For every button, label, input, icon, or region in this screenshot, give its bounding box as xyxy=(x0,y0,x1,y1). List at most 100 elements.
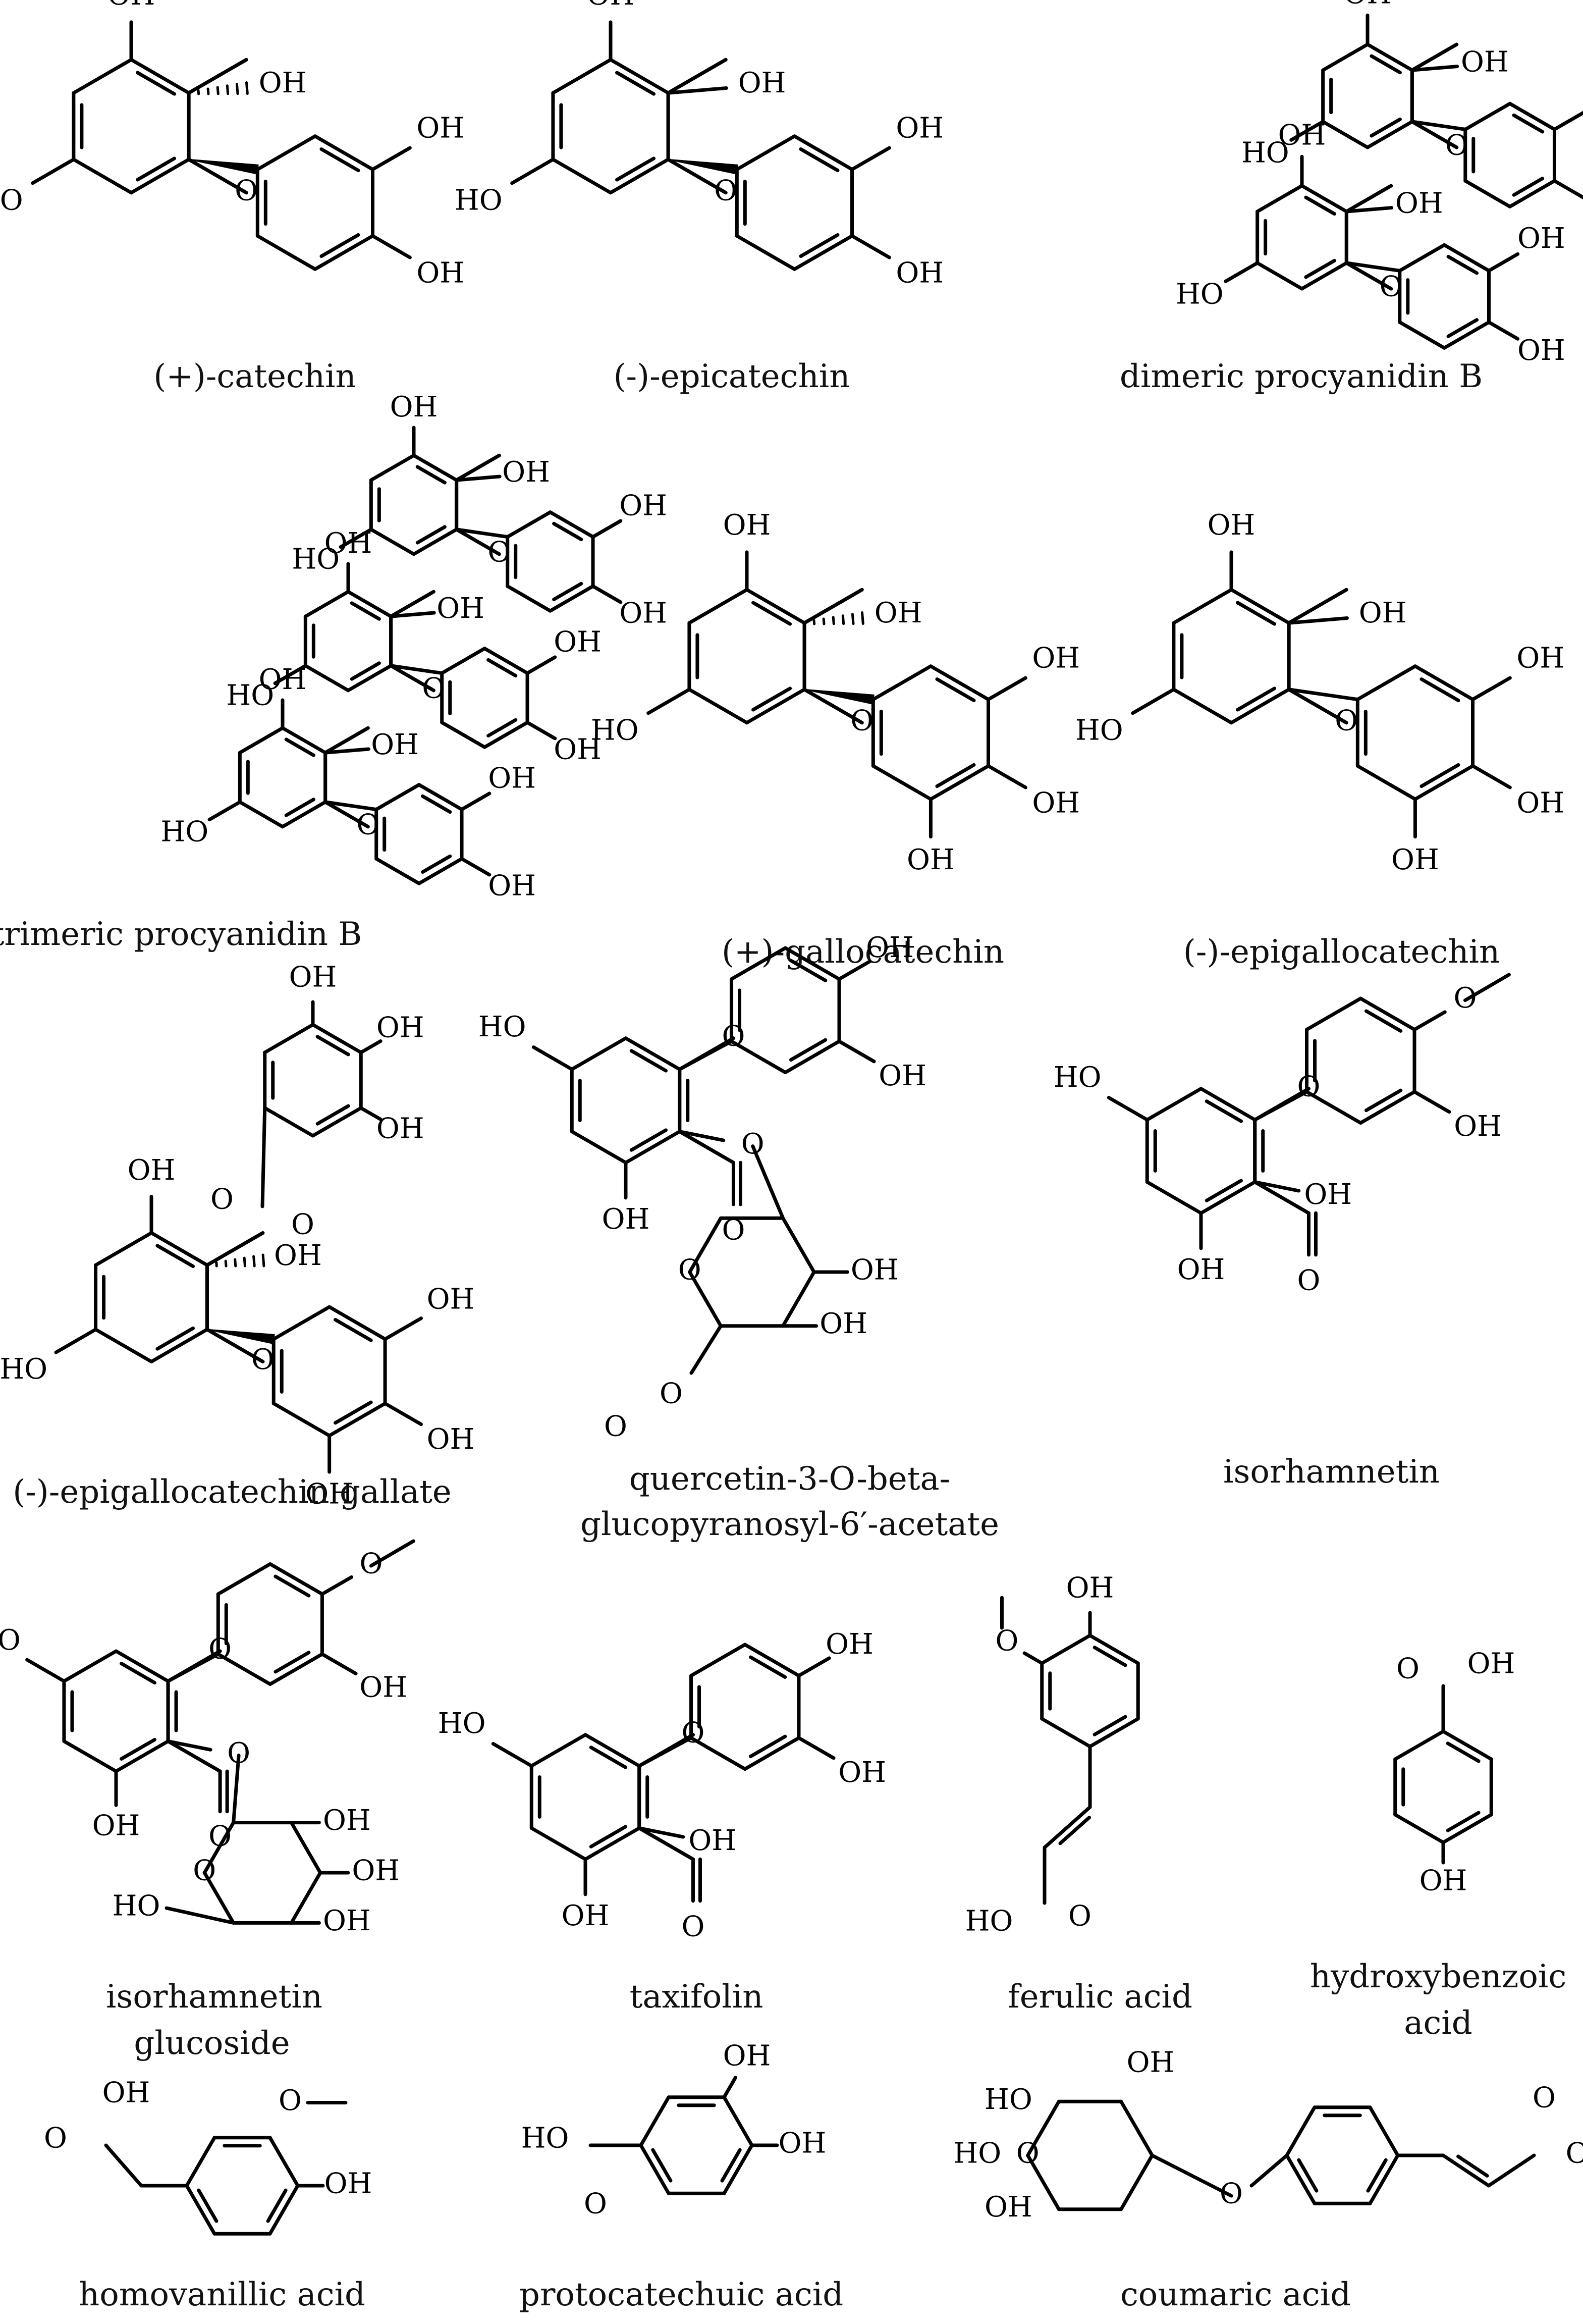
atom-label: OH xyxy=(688,1824,736,1857)
double-bond xyxy=(350,601,381,621)
double-bond xyxy=(120,1737,157,1761)
bond xyxy=(238,800,285,829)
bond xyxy=(1355,664,1417,702)
bond xyxy=(62,1649,118,1683)
atom-label: O xyxy=(235,174,258,207)
bond xyxy=(383,1401,423,1427)
bond xyxy=(529,1733,587,1768)
double-bond xyxy=(615,71,656,96)
compound-label: hydroxybenzoic acid xyxy=(1309,1958,1567,2042)
double-bond xyxy=(284,798,315,817)
compound-coumaric-acid: OHOHOOHOHOOOH coumaric acid xyxy=(953,2024,1583,2324)
bond xyxy=(389,664,435,693)
bond xyxy=(1471,764,1512,789)
bond xyxy=(1441,2153,1491,2188)
atom-label: HO xyxy=(985,2083,1032,2116)
bond xyxy=(62,1739,118,1773)
bond xyxy=(491,1742,533,1768)
compound-isorhamnetin-glucoside: OOOHHOOOHOOOHOHOHHO isorhamnetin glucosi… xyxy=(0,1539,454,2070)
bond xyxy=(531,1045,574,1071)
bond xyxy=(837,1039,876,1064)
bond xyxy=(1413,764,1475,801)
bond xyxy=(1393,1729,1445,1761)
bond xyxy=(781,1216,816,1274)
double-bond xyxy=(1364,1009,1403,1033)
bond xyxy=(185,2184,216,2236)
double-bond xyxy=(1420,763,1460,788)
bond xyxy=(735,134,796,172)
bond xyxy=(281,800,327,829)
bond xyxy=(745,688,806,725)
bond xyxy=(1552,179,1583,199)
bond xyxy=(570,1130,628,1165)
bond xyxy=(166,1739,222,1773)
double-bond xyxy=(1297,2158,1319,2193)
hashed-bond xyxy=(252,1255,256,1267)
atom-label: OH xyxy=(1278,119,1326,152)
double-bond xyxy=(751,686,792,712)
bond xyxy=(1229,588,1291,625)
bond xyxy=(639,2143,671,2195)
bond xyxy=(506,584,552,613)
bond xyxy=(591,519,623,539)
double-bond xyxy=(421,854,452,874)
bond xyxy=(646,688,691,715)
bond xyxy=(783,946,841,981)
bond xyxy=(987,764,1027,789)
bond xyxy=(1040,1717,1092,1749)
atom-label: OH xyxy=(896,256,944,289)
double-bond xyxy=(274,1574,311,1598)
bond xyxy=(1224,261,1260,283)
double-bond xyxy=(1446,254,1479,275)
bond xyxy=(1398,320,1446,350)
bond xyxy=(987,676,1027,702)
bond xyxy=(417,783,464,812)
atom-label: O xyxy=(1335,704,1358,737)
bond xyxy=(440,647,486,675)
bond xyxy=(1358,1090,1416,1125)
atom-label: O xyxy=(291,1208,314,1241)
atom-label: HO xyxy=(1075,714,1123,747)
atom-label: OH xyxy=(376,1113,424,1145)
atom-label: OH xyxy=(1454,1110,1502,1143)
double-bond xyxy=(1093,1715,1127,1736)
compound-label: isorhamnetin glucoside xyxy=(106,1978,322,2062)
bond xyxy=(1463,973,1511,1002)
double-bond xyxy=(1205,1099,1243,1123)
atom-label: O xyxy=(714,174,737,207)
double-bond xyxy=(1304,258,1336,279)
bond xyxy=(320,1575,354,1596)
atom-label: OH xyxy=(838,1756,886,1789)
bond xyxy=(687,588,749,625)
bond xyxy=(678,1130,735,1165)
atom-label: OH xyxy=(1032,786,1080,819)
compound-label: (+)-catechin xyxy=(153,358,356,395)
atom-label: OH xyxy=(1566,2137,1583,2170)
bond xyxy=(583,1733,641,1768)
bond xyxy=(273,664,307,685)
double-bond xyxy=(486,658,518,678)
bond xyxy=(303,590,350,618)
bond xyxy=(207,800,242,822)
atom-label: OH xyxy=(1304,1178,1352,1211)
double-bond xyxy=(1512,177,1545,197)
bond xyxy=(751,1144,785,1220)
atom-label: OH xyxy=(324,527,372,560)
bond xyxy=(1150,2153,1233,2198)
bond xyxy=(1287,588,1348,625)
atom-label: HO xyxy=(0,1624,21,1657)
bond xyxy=(187,58,248,95)
compound-label: isorhamnetin xyxy=(1223,1453,1440,1491)
bond xyxy=(1287,688,1359,702)
atom-label: OH xyxy=(875,597,922,629)
atom-label: OH xyxy=(359,1671,407,1704)
